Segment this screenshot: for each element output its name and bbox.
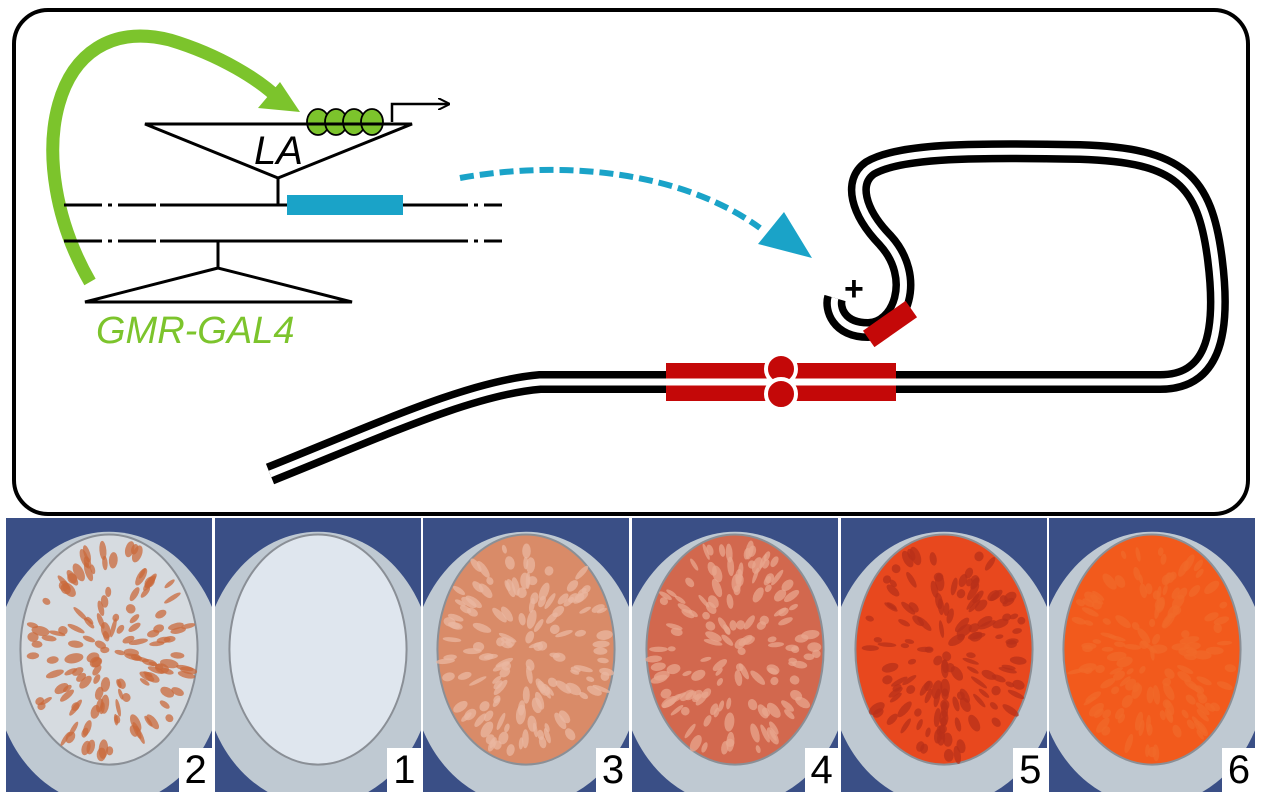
- la-label: LA: [254, 129, 303, 173]
- gmr-gal4-label: GMR-GAL4: [96, 310, 294, 352]
- diagram-frame: [12, 8, 1250, 516]
- eye-number-label: 3: [595, 748, 630, 792]
- eye-photo-2: 2: [6, 518, 213, 792]
- domain-plus-symbol: +: [844, 270, 864, 308]
- eye-phenotype-photos: 2 1 3 4 5 6: [6, 518, 1256, 792]
- relocation-arrowhead: [758, 212, 812, 258]
- eye-surface: [228, 533, 408, 766]
- eye-image: [840, 518, 1047, 792]
- diagram-svg: LA GMR-GAL4: [12, 8, 1250, 516]
- transcription-start-arrow: [390, 104, 448, 122]
- eye-number-label: 5: [1013, 748, 1048, 792]
- la-insert-triangle: [144, 122, 413, 180]
- eye-surface: [854, 533, 1034, 766]
- eye-image: [631, 518, 838, 792]
- distal-heterochromatin-block: [862, 300, 918, 348]
- green-arrowhead: [258, 82, 300, 112]
- uas-beads: [306, 108, 384, 136]
- relocation-arrow: [459, 166, 812, 258]
- eye-image: [6, 518, 212, 792]
- eye-photo-5: 5: [840, 518, 1048, 792]
- eye-photo-3: 3: [423, 518, 630, 792]
- chromosome-loop: [265, 140, 1229, 485]
- eye-photo-1: 1: [214, 518, 422, 792]
- eye-image: [423, 518, 630, 792]
- eye-number-label: 6: [1221, 748, 1256, 792]
- eye-photo-4: 4: [631, 518, 839, 792]
- centromeric-heterochromatin: [666, 352, 896, 411]
- eye-number-label: 1: [387, 748, 422, 792]
- eye-image: [1049, 518, 1256, 792]
- gmr-gal4-triangle: [84, 266, 353, 304]
- eye-number-label: 2: [178, 748, 213, 792]
- eye-photo-6: 6: [1049, 518, 1256, 792]
- reporter-gene: [287, 195, 403, 215]
- eye-image: [214, 518, 421, 792]
- eye-number-label: 4: [804, 748, 839, 792]
- gal4-activation-arrow: [46, 29, 300, 286]
- mechanism-diagram: LA GMR-GAL4: [12, 8, 1250, 516]
